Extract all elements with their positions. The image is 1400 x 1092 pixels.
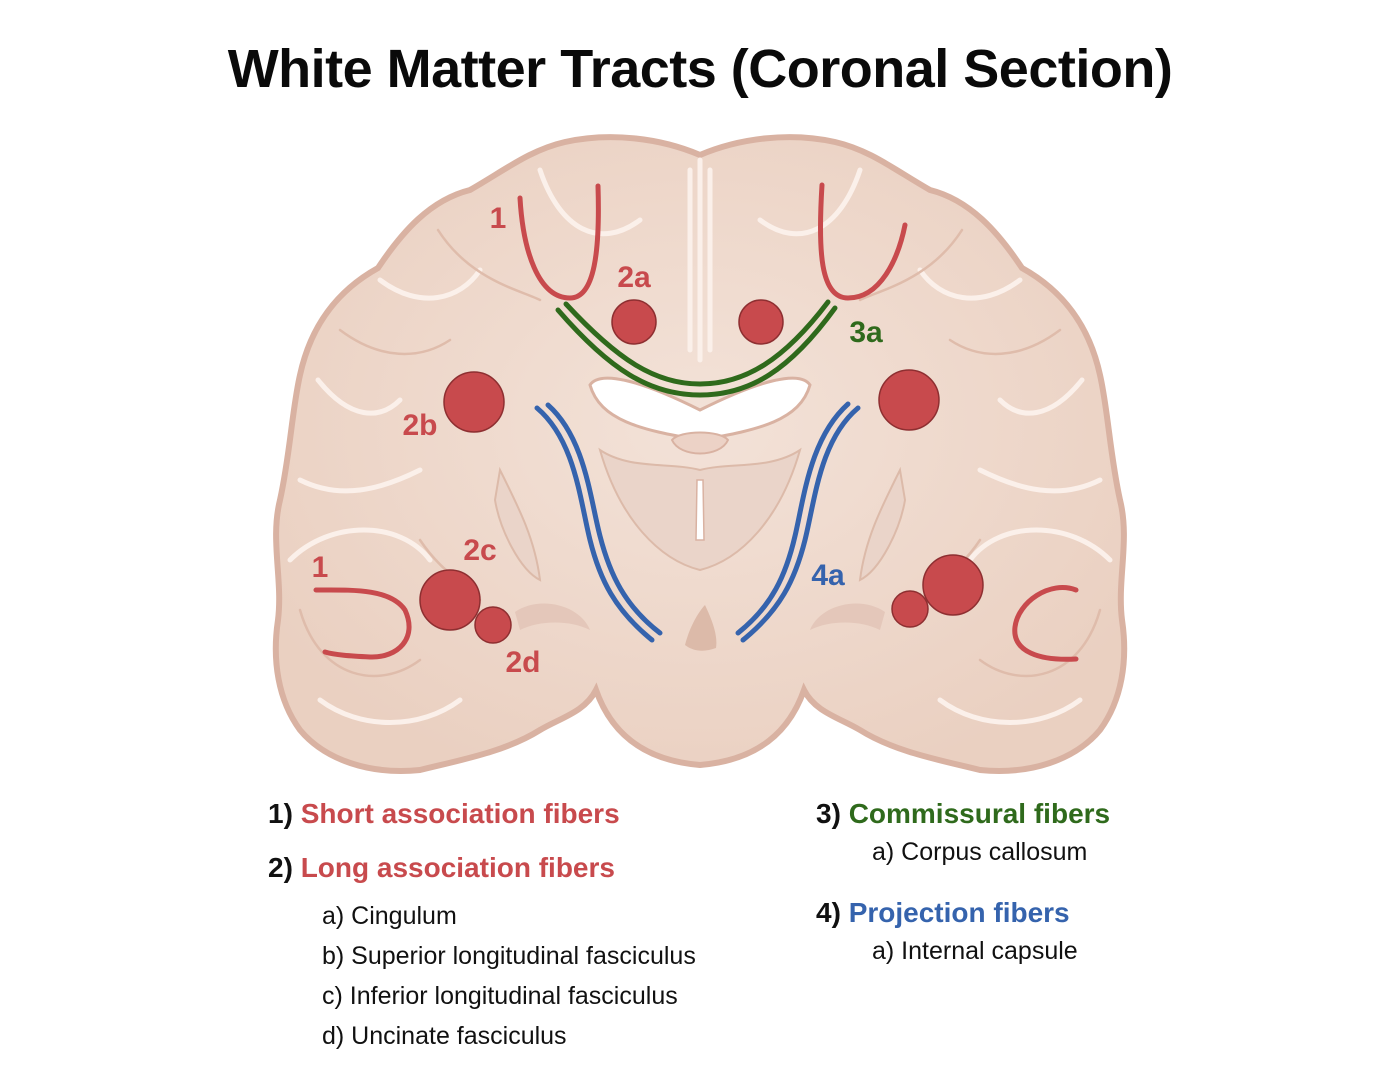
label-4a: 4a	[811, 559, 845, 592]
brain-coronal-section: 1 1 2a 2b 2c 2d 3a 4a	[272, 134, 1128, 774]
legend-number: 1)	[268, 798, 293, 829]
midbrain-notch	[685, 605, 717, 651]
label-1-top: 1	[490, 202, 507, 235]
uncinate-fasciculus-left	[474, 606, 512, 644]
legend-item-corpus-callosum: a) Corpus callosum	[872, 838, 1088, 866]
lateral-ventricles	[588, 376, 812, 442]
short-association-fibers	[313, 182, 1079, 662]
putamen-left	[493, 466, 542, 582]
inferior-longitudinal-fasciculus-right	[922, 554, 984, 616]
corpus-callosum-fibers	[555, 299, 838, 398]
cortex-fold-shadows	[298, 228, 1102, 678]
legend-group-4: 4) Projection fibers a) Internal capsule	[816, 897, 1078, 966]
legend-group-2: 2) Long association fibers a) Cingulum b…	[268, 852, 696, 1056]
legend-item-internal-capsule: a) Internal capsule	[872, 937, 1078, 965]
label-2d: 2d	[505, 646, 540, 679]
legend-number: 4)	[816, 897, 841, 928]
temporal-horn-left	[515, 603, 590, 630]
short-fiber-right-temporal	[1012, 585, 1079, 662]
deep-structures	[493, 376, 907, 651]
short-fiber-top-left	[517, 183, 601, 301]
cingulum-right	[738, 299, 784, 345]
legend-item-cingulum: a) Cingulum	[322, 902, 457, 930]
temporal-horn-right	[810, 603, 885, 630]
label-2b: 2b	[402, 409, 437, 442]
legend-group-3: 3) Commissural fibers a) Corpus callosum	[816, 798, 1110, 867]
label-2c: 2c	[463, 534, 496, 567]
legend-item-uncinate: d) Uncinate fasciculus	[322, 1022, 567, 1050]
inferior-longitudinal-fasciculus-left	[419, 569, 481, 631]
uncinate-fasciculus-right	[891, 590, 929, 628]
short-fiber-top-right	[817, 182, 908, 301]
superior-longitudinal-fasciculus-right	[878, 369, 940, 431]
fornix	[670, 431, 730, 455]
putamen-right	[858, 466, 907, 582]
cingulum-left	[611, 299, 657, 345]
label-1-left: 1	[312, 551, 329, 584]
label-3a: 3a	[849, 316, 883, 349]
legend-item-superior-longitudinal: b) Superior longitudinal fasciculus	[322, 942, 696, 970]
cortex-folds	[287, 157, 1113, 725]
legend-title-short-association: Short association fibers	[300, 798, 620, 829]
third-ventricle	[695, 479, 705, 541]
legend-number: 3)	[816, 798, 841, 829]
legend-title-commissural: Commissural fibers	[848, 798, 1111, 829]
diagram-title: White Matter Tracts (Coronal Section)	[227, 39, 1173, 99]
short-fiber-left-temporal	[313, 587, 412, 660]
legend-item-inferior-longitudinal: c) Inferior longitudinal fasciculus	[322, 982, 678, 1010]
internal-capsule-fibers	[534, 401, 861, 643]
legend-title-long-association: Long association fibers	[300, 852, 615, 883]
legend-title-projection: Projection fibers	[848, 897, 1070, 928]
label-2a: 2a	[617, 261, 651, 294]
superior-longitudinal-fasciculus-left	[443, 371, 505, 433]
legend-number: 2)	[268, 852, 293, 883]
legend-group-1: 1) Short association fibers	[268, 798, 620, 830]
long-association-fibers	[419, 299, 984, 644]
